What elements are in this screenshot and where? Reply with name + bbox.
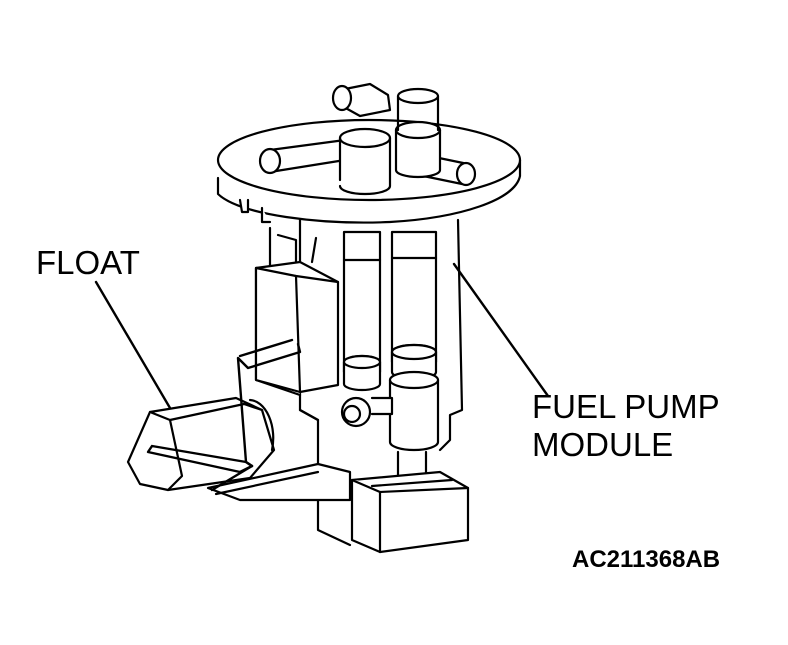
leader-lines	[94, 262, 550, 410]
tube-couplings	[340, 343, 440, 452]
pump-strainer	[350, 470, 470, 554]
float-label: FLOAT	[36, 244, 140, 281]
float-leader-line	[94, 280, 172, 410]
float-wire-arm	[146, 338, 302, 492]
figure-code: AC211368AB	[572, 546, 721, 573]
sender-unit	[254, 260, 340, 394]
float-body	[126, 396, 276, 492]
fuel-pump-module-label-line1: FUEL PUMP	[532, 388, 720, 425]
fuel-pump-module-label-line2: MODULE	[532, 426, 674, 463]
top-fittings	[258, 82, 477, 196]
float-base-plate	[206, 462, 352, 502]
module-leader-line	[452, 262, 550, 398]
